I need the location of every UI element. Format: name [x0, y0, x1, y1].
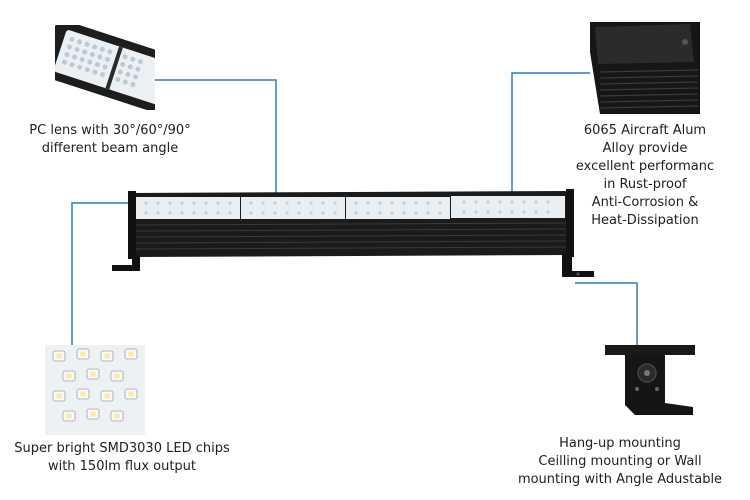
caption-line: Ceilling mounting or Wall: [538, 454, 702, 469]
leader-line-lens: [150, 79, 277, 195]
caption-line: Anti-Corrosion &: [591, 195, 699, 210]
mounting-bracket-closeup-image: [605, 345, 695, 420]
caption-mounting: Hang-up mounting Ceilling mounting or Wa…: [500, 435, 740, 489]
linear-light-fixture-image: [100, 185, 600, 285]
caption-line: Alloy provide: [602, 141, 688, 156]
leader-line-alloy: [511, 72, 590, 195]
caption-line: in Rust-proof: [603, 177, 687, 192]
leader-line-chips: [71, 202, 131, 345]
caption-aluminum-alloy: 6065 Aircraft Alum Alloy provide excelle…: [560, 122, 730, 230]
caption-line: excellent performanc: [575, 159, 715, 174]
lens-dots-1: [144, 201, 232, 215]
caption-line: mounting with Angle Adustable: [517, 472, 723, 487]
caption-pc-lens: PC lens with 30°/60°/90° different beam …: [15, 122, 205, 158]
caption-line: PC lens with 30°/60°/90°: [29, 123, 191, 138]
caption-line: different beam angle: [41, 141, 179, 156]
caption-line: Super bright SMD3030 LED chips: [14, 441, 230, 456]
led-chips-closeup-image: [45, 345, 145, 435]
caption-line: 6065 Aircraft Alum: [583, 123, 707, 138]
caption-line: with 150lm flux output: [47, 459, 197, 474]
caption-line: Hang-up mounting: [559, 436, 681, 451]
caption-line: Heat-Dissipation: [591, 213, 699, 228]
housing-closeup-image: [590, 22, 700, 114]
lens-closeup-image: [55, 25, 155, 110]
caption-led-chips: Super bright SMD3030 LED chips with 150l…: [2, 440, 242, 476]
leader-line-mounting: [575, 282, 638, 345]
